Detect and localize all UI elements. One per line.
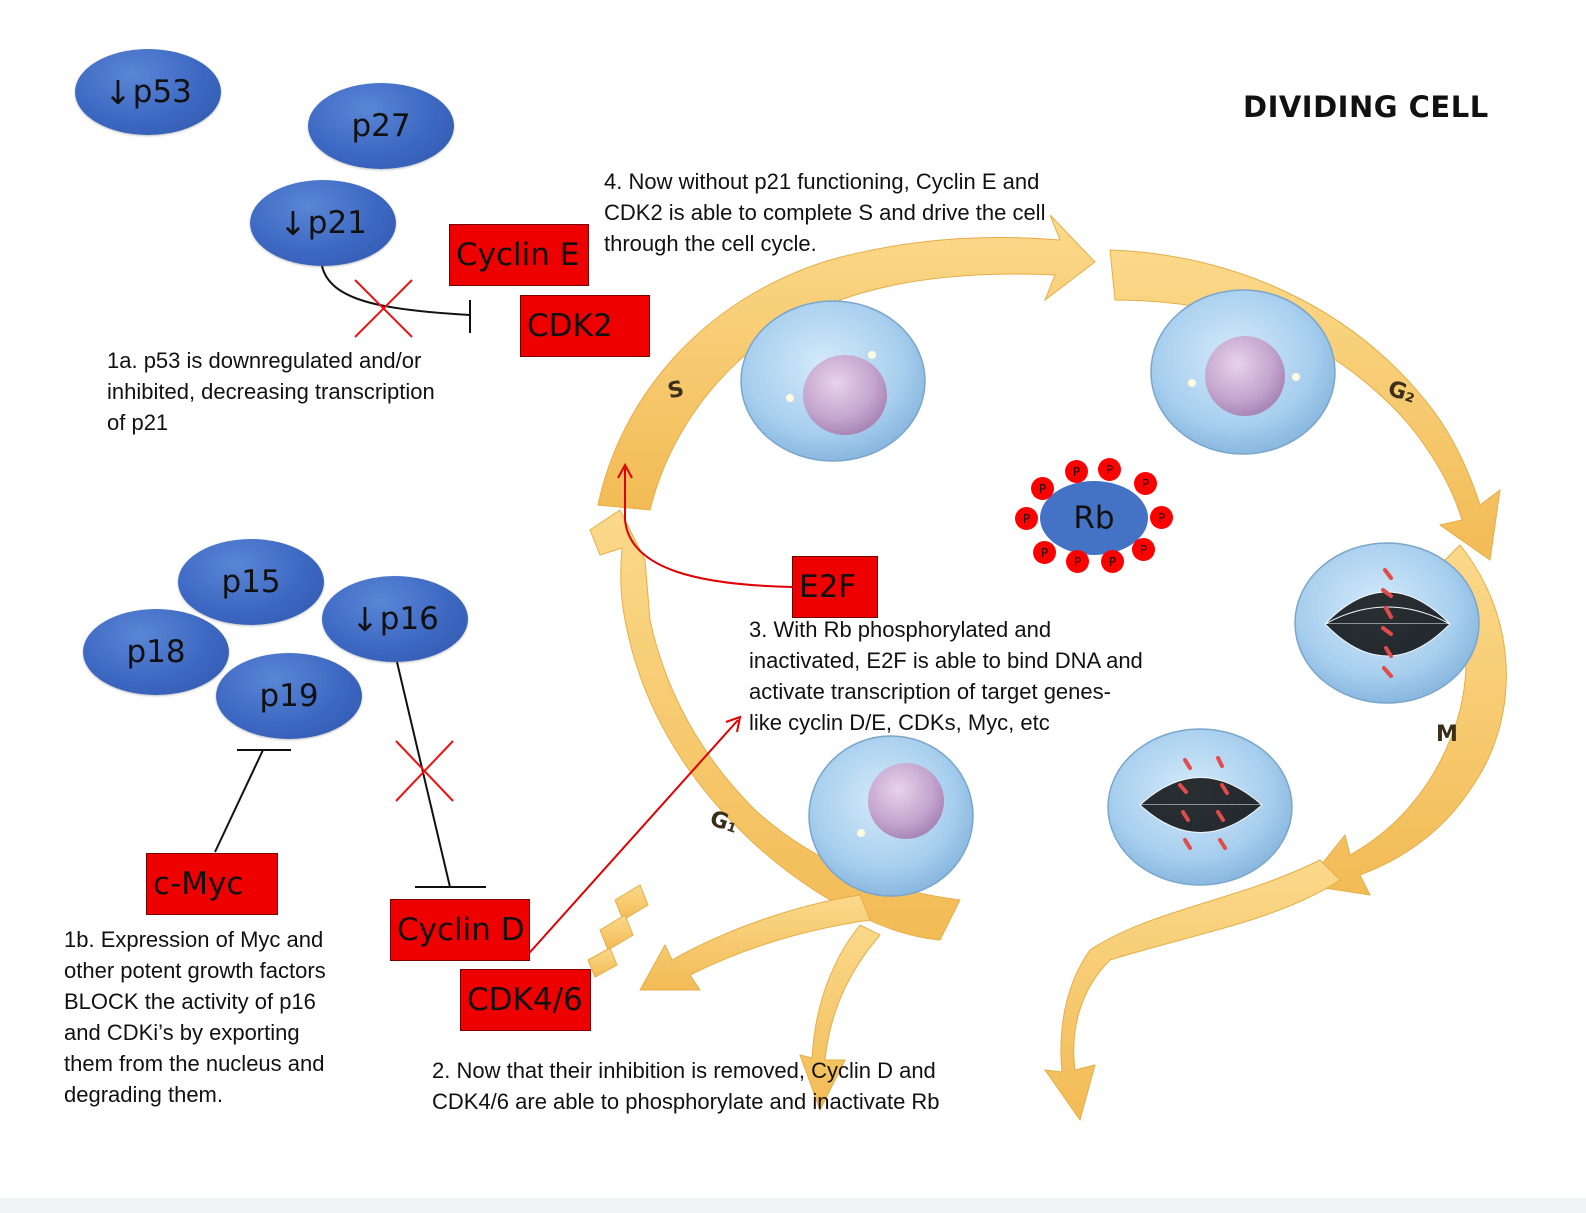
arrow-branch-left: [639, 894, 871, 991]
note-1b-line: other potent growth factors: [64, 958, 326, 983]
protein-rb: Rb: [1040, 481, 1148, 555]
phosphate-dot: P: [1065, 460, 1088, 483]
p16-label: p16: [379, 601, 439, 637]
arrow-g1: [589, 509, 961, 941]
box-cdk2: CDK2: [520, 295, 650, 357]
p21-inhibition-line: [321, 265, 471, 316]
note-1b-line: BLOCK the activity of p16: [64, 989, 316, 1014]
p15-label: p15: [221, 564, 281, 600]
p27-label: p27: [351, 108, 411, 144]
note-1a-line: of p21: [107, 410, 169, 435]
note-4: 4. Now without p21 functioning, Cyclin E…: [604, 166, 1045, 259]
cell-metaphase: [1294, 542, 1480, 704]
protein-p21: ↓p21: [250, 180, 396, 266]
protein-p53: ↓p53: [75, 49, 221, 135]
protein-p16: ↓p16: [322, 576, 468, 662]
phosphate-dot: P: [1132, 538, 1155, 561]
arrow-branch-down: [799, 924, 881, 1112]
red-x-marks: [354, 279, 454, 802]
note-1a-line: inhibited, decreasing transcription: [107, 379, 435, 404]
p21-label: p21: [307, 205, 367, 241]
note-3: 3. With Rb phosphorylated and inactivate…: [749, 614, 1143, 738]
note-1a-line: 1a. p53 is downregulated and/or: [107, 348, 422, 373]
note-1b: 1b. Expression of Myc and other potent g…: [64, 924, 326, 1110]
arrow-m: [1304, 544, 1507, 896]
box-cyclin-d: Cyclin D: [390, 899, 530, 961]
page-title: DIVIDING CELL: [1243, 90, 1489, 124]
arrow-bottom-right: [1043, 859, 1341, 1122]
phosphate-dot: P: [1134, 472, 1157, 495]
protein-p27: p27: [308, 83, 454, 169]
phase-label-m: M: [1436, 722, 1458, 747]
note-2-line: 2. Now that their inhibition is removed,…: [432, 1058, 936, 1083]
cell-anaphase: [1107, 728, 1293, 886]
phosphate-dot: P: [1098, 458, 1121, 481]
protein-p18: p18: [83, 609, 229, 695]
phosphate-dot: P: [1031, 477, 1054, 500]
down-arrow-icon: ↓: [351, 599, 379, 639]
note-2: 2. Now that their inhibition is removed,…: [432, 1055, 940, 1117]
phosphate-dot: P: [1015, 507, 1038, 530]
note-2-line: CDK4/6 are able to phosphorylate and ina…: [432, 1089, 940, 1114]
cell-s: [740, 300, 926, 462]
note-1a: 1a. p53 is downregulated and/or inhibite…: [107, 345, 435, 438]
protein-p15: p15: [178, 539, 324, 625]
note-1b-line: degrading them.: [64, 1082, 223, 1107]
p53-label: p53: [132, 74, 192, 110]
box-e2f: E2F: [792, 556, 878, 618]
bottom-border: [0, 1198, 1586, 1213]
e2f-arrow: [624, 468, 794, 588]
cell-g2: [1150, 289, 1336, 455]
cell-g1: [808, 735, 974, 897]
box-c-myc: c-Myc: [146, 853, 278, 915]
note-1b-line: and CDKi’s by exporting: [64, 1020, 300, 1045]
down-arrow-icon: ↓: [104, 72, 132, 112]
note-4-line: CDK2 is able to complete S and drive the…: [604, 200, 1046, 225]
arrow-dash-2: [599, 914, 634, 951]
arrow-dash-3: [587, 947, 618, 978]
box-cyclin-e: Cyclin E: [449, 224, 589, 286]
myc-inhibition-line: [214, 749, 264, 853]
phosphate-dot: P: [1150, 506, 1173, 529]
phosphate-dot: P: [1101, 550, 1124, 573]
note-3-line: inactivated, E2F is able to bind DNA and: [749, 648, 1143, 673]
arrow-dash-1: [614, 884, 649, 921]
note-4-line: through the cell cycle.: [604, 231, 817, 256]
note-3-line: activate transcription of target genes-: [749, 679, 1111, 704]
box-cdk4-6: CDK4/6: [460, 969, 591, 1031]
protein-p19: p19: [216, 653, 362, 739]
phosphate-dot: P: [1033, 541, 1056, 564]
phosphate-dot: P: [1066, 550, 1089, 573]
note-4-line: 4. Now without p21 functioning, Cyclin E…: [604, 169, 1040, 194]
note-1b-line: 1b. Expression of Myc and: [64, 927, 324, 952]
p19-label: p19: [259, 678, 319, 714]
note-3-line: like cyclin D/E, CDKs, Myc, etc: [749, 710, 1050, 735]
cdk46-arrow: [522, 719, 739, 961]
note-1b-line: them from the nucleus and: [64, 1051, 325, 1076]
p16-inhibition-line: [396, 661, 451, 888]
p18-label: p18: [126, 634, 186, 670]
note-3-line: 3. With Rb phosphorylated and: [749, 617, 1052, 642]
down-arrow-icon: ↓: [279, 203, 307, 243]
